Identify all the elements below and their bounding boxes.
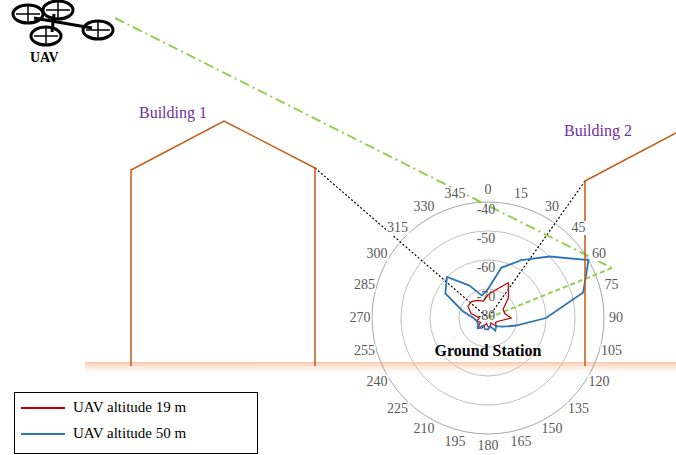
radial-label: -60 [477,261,496,275]
radial-label: -80 [477,309,496,323]
angle-label: 0 [484,183,493,197]
node-label: UAV [30,50,59,66]
angle-label: 180 [477,439,500,453]
angle-label: 225 [386,402,409,416]
node-outline [560,112,676,366]
polar-grid [372,202,604,434]
station-label: Ground Station [435,343,542,359]
direction-line [488,268,612,318]
angle-label: 195 [443,435,466,449]
uav-line-of-sight [115,18,612,268]
uav-icon: UAV [6,0,122,70]
angle-label: 315 [386,221,409,235]
sight-line [315,168,488,318]
angle-label: 345 [443,187,466,201]
angle-label: 285 [353,278,376,292]
legend-text: UAV altitude 50 m [73,425,186,442]
legend-entry: UAV altitude 50 m [21,425,186,442]
radial-label: -40 [477,203,496,217]
legend-swatch [21,403,65,413]
angle-label: 60 [591,247,607,261]
radial-label: -70 [477,290,496,304]
angle-label: 330 [413,200,436,214]
angle-label: 75 [604,278,620,292]
ground-band [85,362,676,376]
angle-label: 300 [366,247,389,261]
angle-label: 135 [567,402,590,416]
legend-text: UAV altitude 19 m [73,399,186,416]
angle-label: 15 [513,187,529,201]
building-outline: Building 2 [560,112,676,366]
angle-label: 30 [544,200,560,214]
angle-label: 270 [349,311,372,325]
angle-label: 255 [353,344,376,358]
legend-entry: UAV altitude 19 m [21,399,186,416]
radial-label: -50 [477,232,496,246]
angle-label: 210 [413,422,436,436]
angle-label: 105 [600,344,623,358]
pattern-50m [445,257,588,331]
grid-ring [372,202,604,434]
angle-label: 150 [541,422,564,436]
angle-label: 90 [608,311,624,325]
angle-label: 240 [366,375,389,389]
building-outline: Building 1 [125,96,321,366]
angle-label: 120 [587,375,610,389]
node-outline [6,0,122,70]
node-label: Building 2 [564,122,632,140]
angle-label: 165 [510,435,533,449]
node-outline [125,96,321,366]
node-label: Building 1 [139,104,207,122]
legend-swatch [21,429,65,439]
legend-box: UAV altitude 19 m UAV altitude 50 m [14,392,258,454]
angle-label: 45 [571,221,587,235]
